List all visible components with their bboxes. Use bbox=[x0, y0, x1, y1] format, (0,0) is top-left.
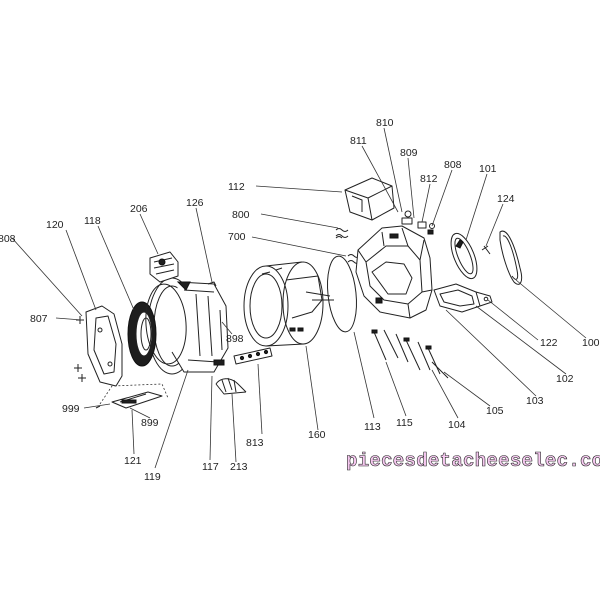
callout-labels: 810 811 809 808 812 101 112 124 206 126 … bbox=[0, 117, 600, 483]
label-810: 810 bbox=[376, 117, 394, 129]
label-105: 105 bbox=[486, 405, 504, 417]
part-120-front-frame bbox=[85, 305, 123, 387]
label-808-top: 808 bbox=[444, 159, 462, 171]
small-fasteners-top bbox=[401, 210, 435, 235]
part-100-seal bbox=[499, 230, 523, 285]
watermark-text: piecesdetacheeselec.com bbox=[346, 450, 600, 472]
part-126-clip bbox=[207, 281, 217, 287]
label-103: 103 bbox=[526, 395, 544, 407]
label-126: 126 bbox=[186, 197, 204, 209]
part-206-filter bbox=[149, 251, 179, 283]
part-113-ring bbox=[327, 255, 357, 333]
part-119-front-tub bbox=[147, 277, 229, 375]
label-206: 206 bbox=[130, 203, 148, 215]
label-812: 812 bbox=[420, 173, 438, 185]
label-115: 115 bbox=[396, 417, 413, 429]
label-112: 112 bbox=[228, 181, 245, 193]
part-899-strip bbox=[95, 391, 163, 409]
leader-lines bbox=[11, 127, 587, 469]
label-899: 899 bbox=[141, 417, 159, 429]
label-124: 124 bbox=[497, 193, 515, 205]
label-213: 213 bbox=[230, 461, 248, 473]
part-rear-housing bbox=[355, 225, 433, 319]
label-122: 122 bbox=[540, 337, 558, 349]
label-102: 102 bbox=[556, 373, 574, 385]
label-117: 117 bbox=[202, 461, 219, 473]
label-807: 807 bbox=[30, 313, 48, 325]
label-898: 898 bbox=[226, 333, 244, 345]
label-813: 813 bbox=[246, 437, 264, 449]
label-800: 800 bbox=[232, 209, 250, 221]
label-808-left: 808 bbox=[0, 233, 16, 245]
parts-rods bbox=[371, 329, 449, 379]
label-119: 119 bbox=[144, 471, 161, 483]
label-811: 811 bbox=[350, 135, 367, 147]
part-118-gasket bbox=[127, 301, 157, 367]
label-700: 700 bbox=[228, 231, 246, 243]
label-101: 101 bbox=[479, 163, 497, 175]
label-120: 120 bbox=[46, 219, 64, 231]
label-160: 160 bbox=[308, 429, 326, 441]
part-213-hose bbox=[215, 377, 247, 395]
part-160-drum bbox=[243, 261, 334, 347]
label-100: 100 bbox=[582, 337, 600, 349]
part-102-bracket bbox=[433, 283, 493, 313]
label-809: 809 bbox=[400, 147, 418, 159]
part-813-bar bbox=[233, 347, 273, 365]
part-112-cover bbox=[344, 177, 395, 221]
part-808-front-ring bbox=[145, 283, 187, 365]
label-104: 104 bbox=[448, 419, 466, 431]
label-999: 999 bbox=[62, 403, 80, 415]
label-121: 121 bbox=[124, 455, 142, 467]
label-113: 113 bbox=[364, 421, 381, 433]
part-drawings bbox=[74, 177, 523, 409]
part-807-screws bbox=[74, 316, 86, 382]
part-800-700-springs bbox=[335, 228, 361, 264]
label-118: 118 bbox=[84, 215, 101, 227]
part-101-ring bbox=[450, 232, 478, 280]
part-124-screw bbox=[481, 245, 491, 255]
